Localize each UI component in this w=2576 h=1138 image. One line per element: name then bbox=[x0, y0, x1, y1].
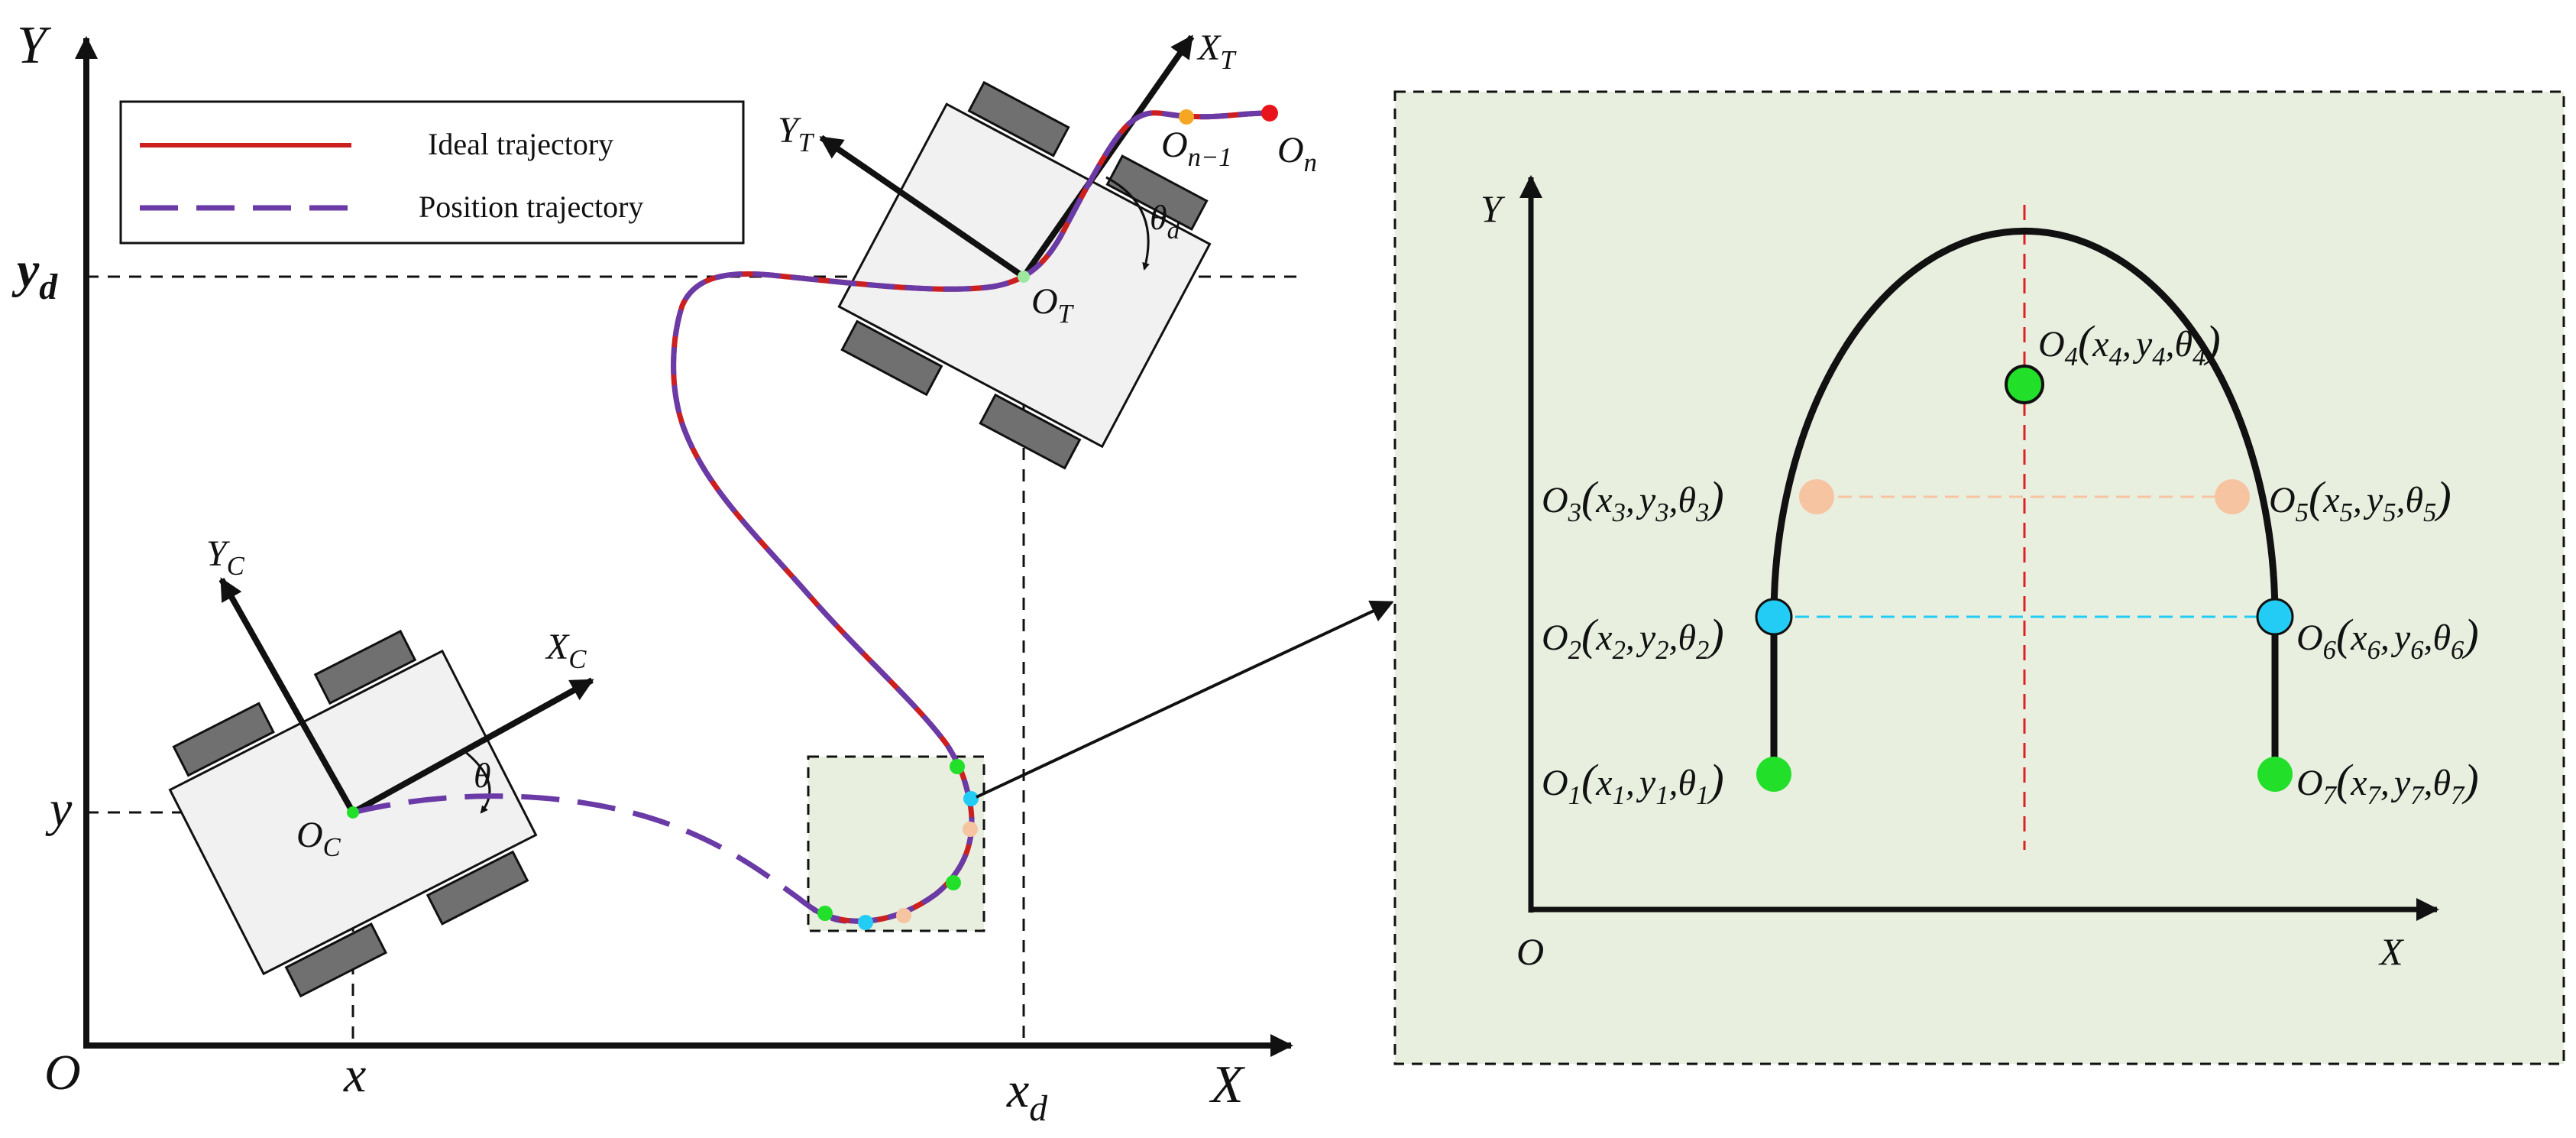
xt-axis-arrow bbox=[1021, 34, 1195, 279]
zoom-point-2 bbox=[858, 915, 873, 930]
on1-label: On−1 bbox=[1161, 125, 1232, 172]
on-point bbox=[1261, 105, 1278, 122]
inset-x-axis-label: X bbox=[2378, 930, 2405, 973]
on1-point bbox=[1179, 109, 1194, 125]
yd-tick-label: yd bbox=[11, 242, 58, 307]
y-tick-label: y bbox=[45, 781, 73, 837]
zoom-point-7 bbox=[950, 759, 965, 774]
yt-label: YT bbox=[778, 110, 815, 157]
theta-d-arc bbox=[1105, 176, 1150, 271]
oc-point bbox=[347, 806, 359, 819]
inset-point-o4 bbox=[2005, 365, 2044, 404]
inset-label-o1: O1(x1,y1,θ1) bbox=[1542, 755, 1724, 810]
inset-label-o2: O2(x2,y2,θ2) bbox=[1542, 610, 1724, 665]
inset-label-o7: O7(x7,y7,θ7) bbox=[2296, 755, 2479, 810]
yt-axis-arrow bbox=[819, 135, 1026, 280]
current-wheel-4 bbox=[426, 850, 529, 926]
inset-label-o3: O3(x3,y3,θ3) bbox=[1542, 472, 1724, 527]
approach-trajectory bbox=[352, 793, 847, 924]
main-y-axis-label: Y bbox=[17, 16, 52, 75]
zoom-point-3 bbox=[896, 908, 911, 923]
inset-point-o2 bbox=[1755, 598, 1793, 636]
main-x-axis-label: X bbox=[1209, 1055, 1246, 1114]
theta-arc bbox=[464, 750, 491, 814]
target-wheel-2 bbox=[1105, 154, 1209, 231]
legend-position-label: Position trajectory bbox=[419, 190, 643, 224]
zoom-point-1 bbox=[817, 906, 833, 921]
xt-label: XT bbox=[1196, 28, 1237, 75]
current-wheel-1 bbox=[172, 702, 275, 777]
inset-point-o1 bbox=[1756, 757, 1791, 792]
inset-label-o6: O6(x6,y6,θ6) bbox=[2296, 610, 2479, 665]
legend-ideal-label: Ideal trajectory bbox=[428, 127, 613, 161]
inset-y-axis-label: Y bbox=[1481, 187, 1506, 230]
inset-point-o5 bbox=[2215, 479, 2250, 514]
inset-origin-label: O bbox=[1516, 930, 1544, 973]
inset-point-o6 bbox=[2256, 598, 2294, 636]
zoom-connector-arrow bbox=[976, 600, 1394, 799]
inset-uturn-path bbox=[1770, 227, 2279, 774]
target-wheel-4 bbox=[979, 393, 1082, 470]
xc-axis-arrow bbox=[351, 677, 594, 815]
zoom-point-6 bbox=[963, 791, 979, 806]
yc-axis-arrow bbox=[218, 577, 356, 814]
zoom-box bbox=[807, 755, 985, 932]
current-wheel-3 bbox=[284, 922, 388, 998]
inset-panel: Y X O O1(x1,y1,θ1) O2(x2,y2,θ2) O3(x3,y3… bbox=[1393, 90, 2565, 1065]
target-wheel-3 bbox=[840, 319, 943, 397]
target-wheel-1 bbox=[967, 80, 1070, 157]
zoom-point-5 bbox=[963, 822, 978, 837]
main-origin-label: O bbox=[44, 1045, 81, 1101]
zoom-point-4 bbox=[946, 875, 961, 890]
xc-label: XC bbox=[545, 627, 587, 674]
inset-label-o5: O5(x5,y5,θ5) bbox=[2269, 472, 2451, 527]
x-tick-label: x bbox=[343, 1047, 366, 1103]
inset-point-o3 bbox=[1799, 479, 1834, 514]
ot-point bbox=[1018, 271, 1030, 283]
inset-box bbox=[1393, 90, 2565, 1065]
main-axes bbox=[75, 36, 1303, 1057]
yc-label: YC bbox=[206, 533, 245, 581]
on-label: On bbox=[1277, 130, 1317, 177]
current-wheel-2 bbox=[313, 629, 417, 705]
legend: Ideal trajectory Position trajectory bbox=[119, 100, 745, 245]
legend-box bbox=[119, 100, 745, 245]
inset-label-o4: O4(x4,y4,θ4) bbox=[2038, 316, 2221, 371]
xd-tick-label: xd bbox=[1006, 1062, 1047, 1129]
oc-label: OC bbox=[296, 815, 341, 862]
inset-point-o7 bbox=[2257, 757, 2293, 792]
theta-d-label: θd bbox=[1150, 198, 1180, 245]
ot-label: OT bbox=[1031, 281, 1075, 329]
theta-label: θ bbox=[474, 756, 491, 795]
